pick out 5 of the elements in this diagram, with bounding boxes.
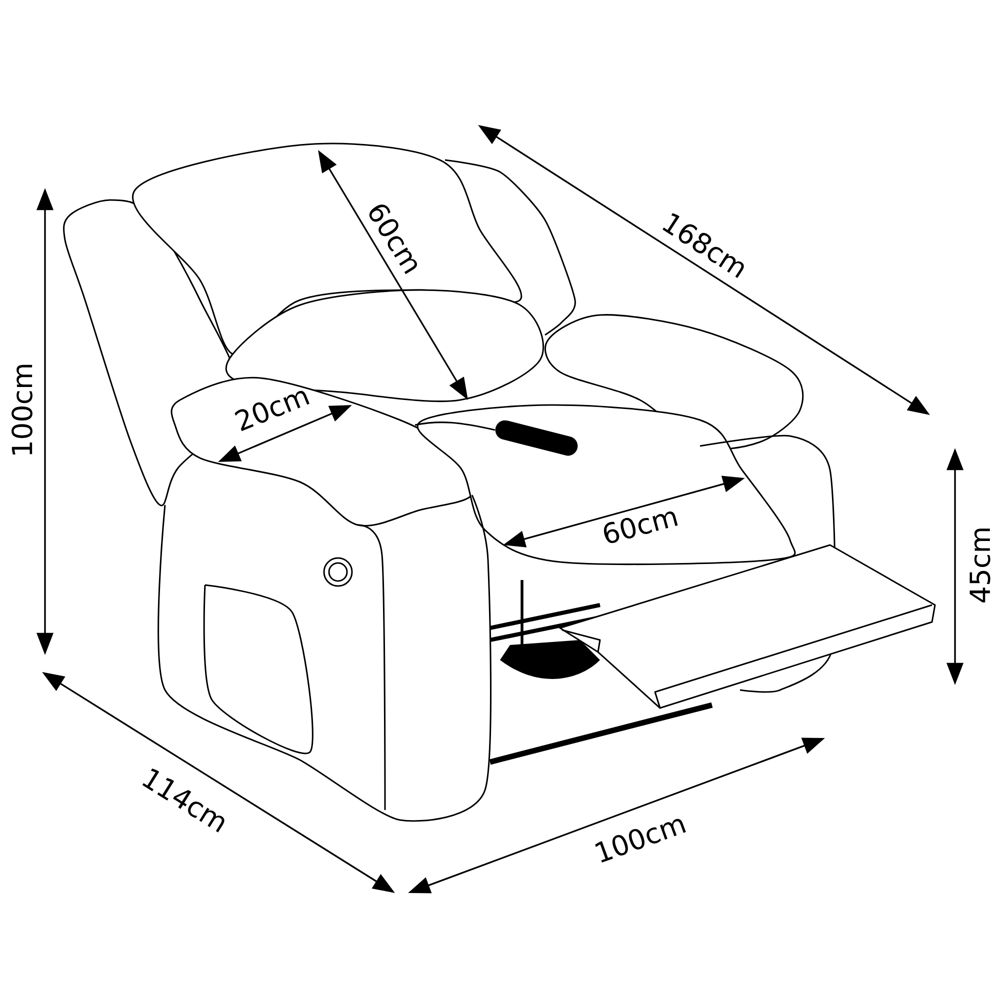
dimension-label: 100cm (595, 818, 686, 863)
dimension-label: 45cm (970, 528, 990, 602)
dimension-label: 20cm (234, 390, 310, 432)
dimension-label: 60cm (604, 511, 678, 544)
dimension-label: 100cm (12, 364, 32, 454)
